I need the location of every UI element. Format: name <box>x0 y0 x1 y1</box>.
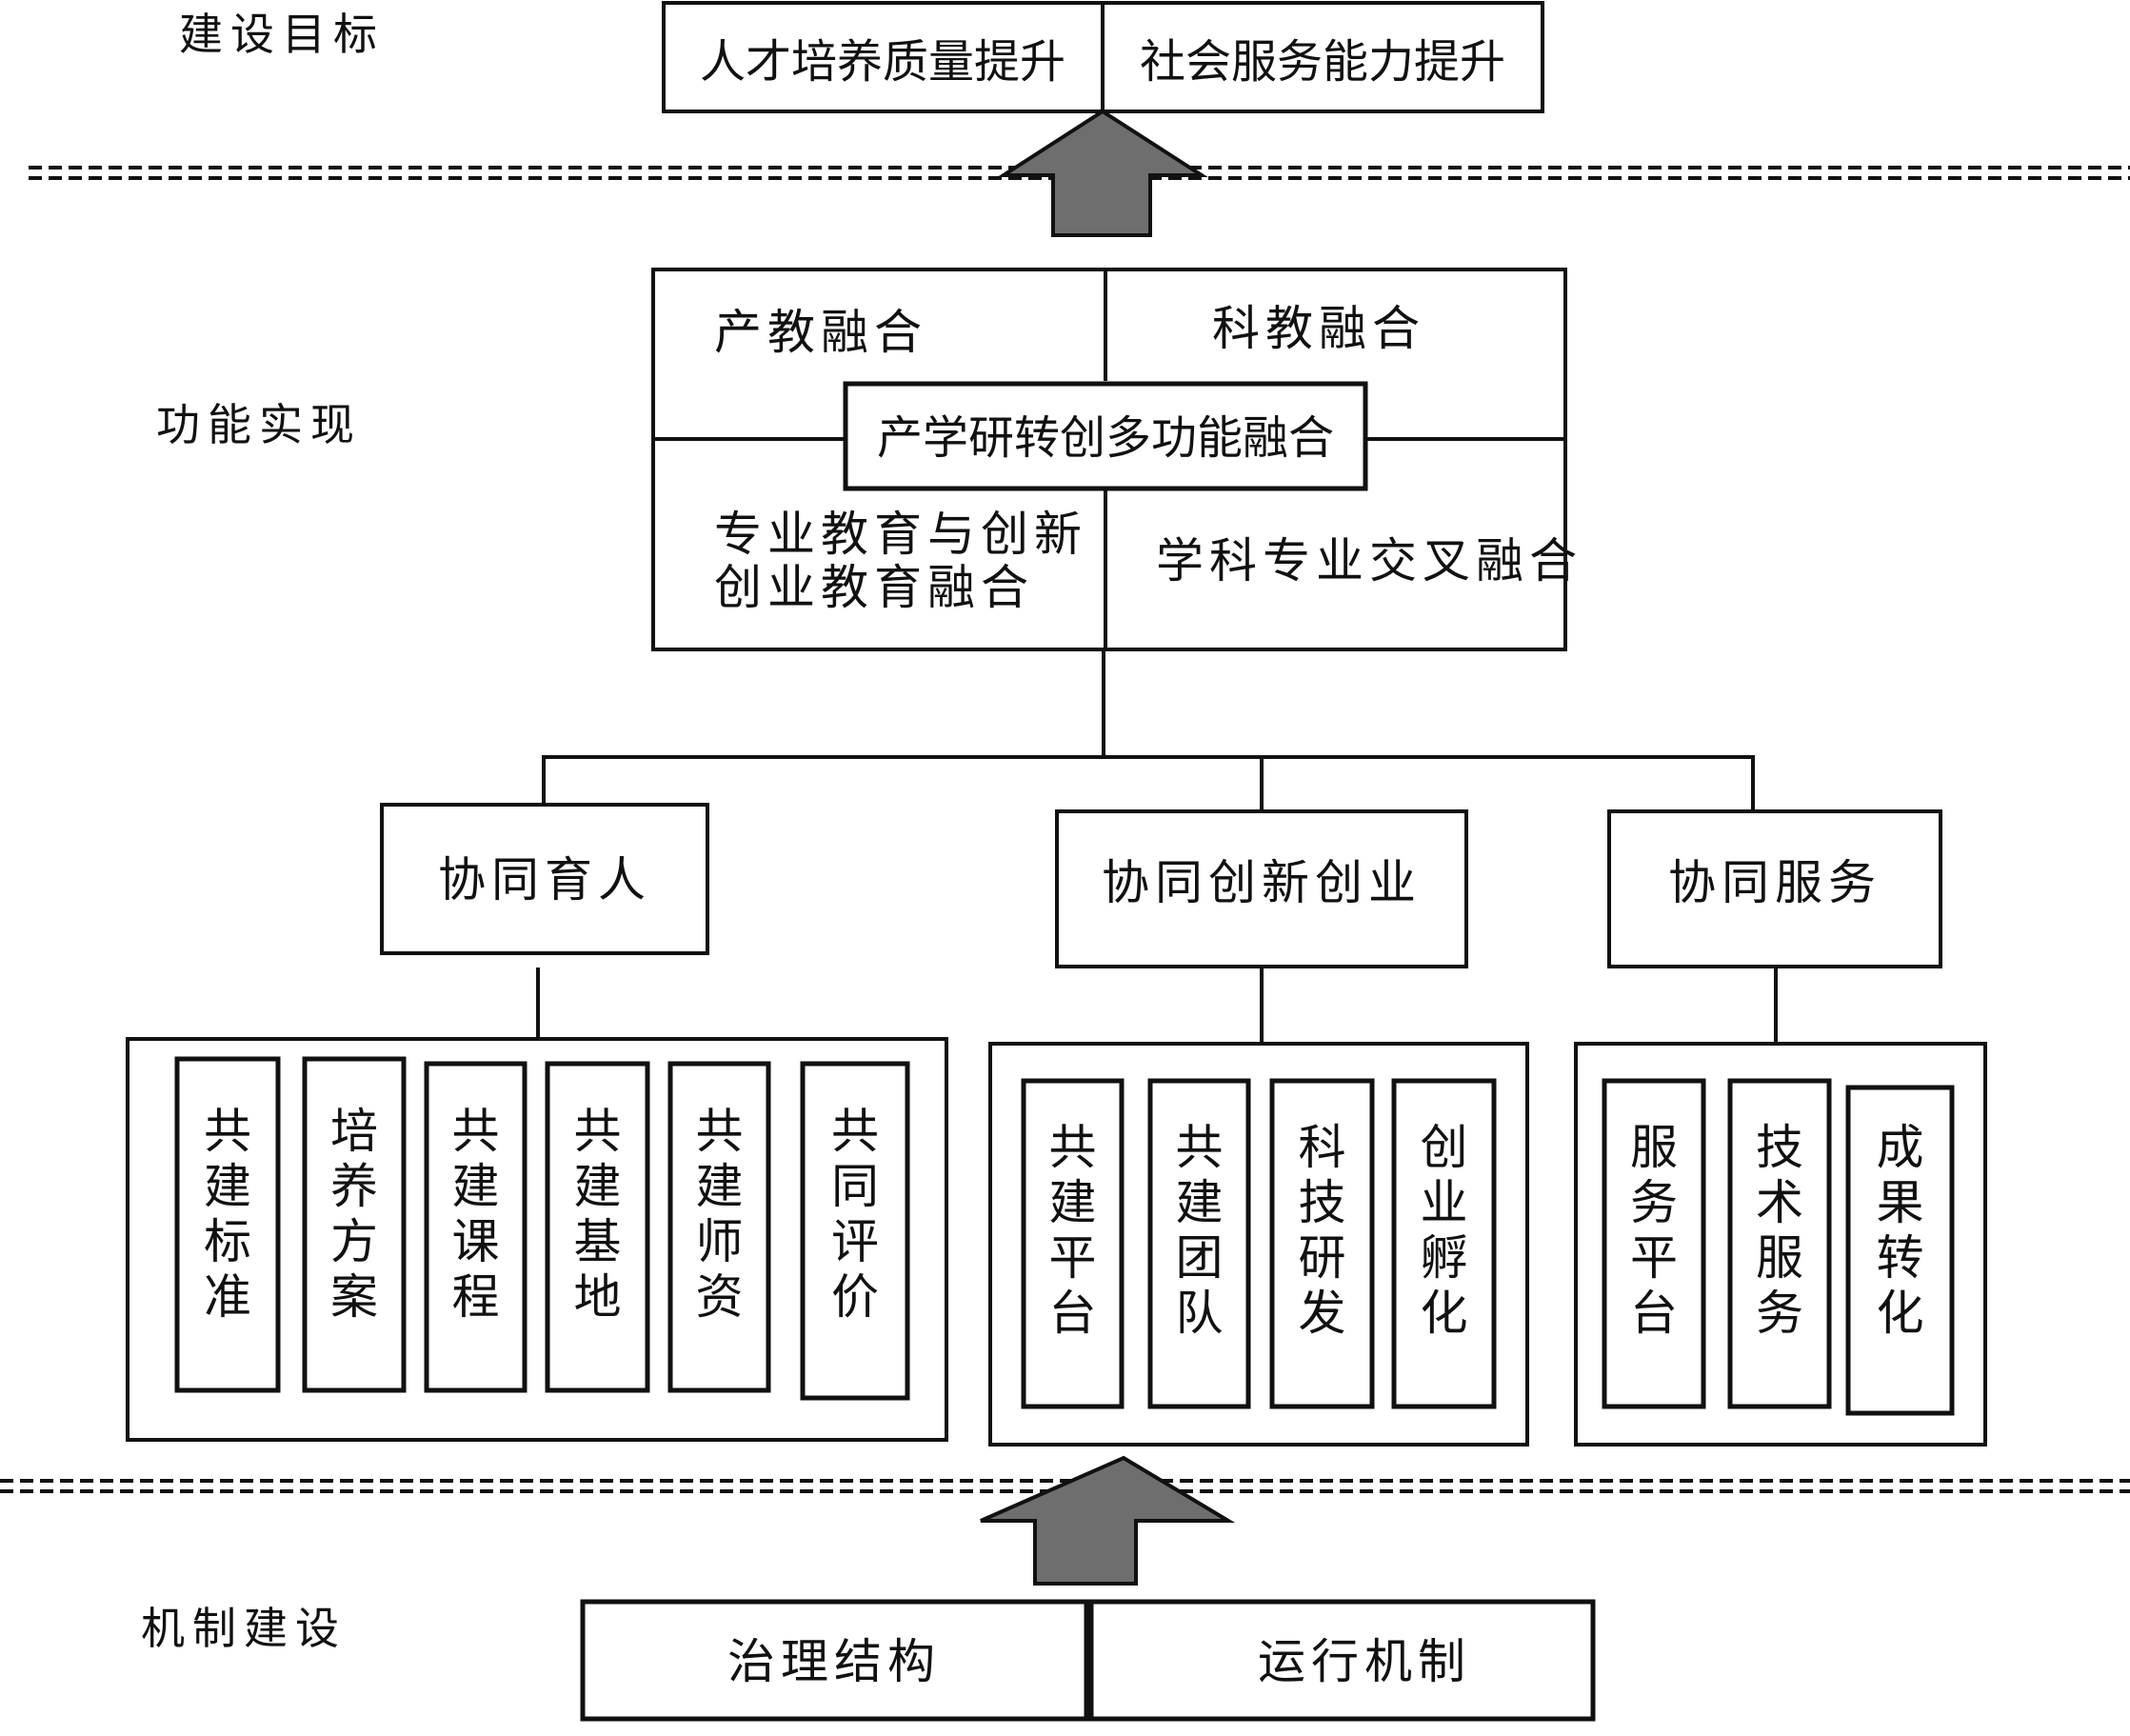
item-label: 技术服务 <box>1756 1120 1803 1341</box>
item-label: 共建师资 <box>696 1104 744 1325</box>
item-label: 共建基地 <box>574 1104 622 1325</box>
branch-title-education: 协同育人 <box>438 852 651 908</box>
item-label: 服务平台 <box>1630 1120 1678 1341</box>
goal-box-right <box>1101 1 1544 113</box>
item-label: 培养方案 <box>330 1104 378 1325</box>
fusion-discipline-cross: 学科专业交叉融合 <box>1156 533 1583 589</box>
item-box <box>424 1061 528 1393</box>
mechanism-operation-label: 运行机制 <box>1258 1634 1471 1689</box>
item-box <box>1845 1085 1955 1416</box>
item-box <box>1147 1078 1251 1409</box>
item-box <box>800 1061 910 1401</box>
section-label-goals: 建设目标 <box>179 9 385 60</box>
fusion-innovation-line1: 专业教育与创新 <box>714 507 1087 562</box>
connector-tree <box>536 649 1778 1044</box>
item-box <box>545 1061 650 1393</box>
fusion-center-label: 产学研转创多功能融合 <box>877 411 1334 465</box>
goal-talent-quality: 人才培养质量提升 <box>700 35 1065 89</box>
item-box <box>667 1061 771 1393</box>
item-box <box>1021 1078 1125 1409</box>
branch-titles: 协同育人 协同创新创业 协同服务 <box>380 803 1942 968</box>
section-label-functions: 功能实现 <box>156 399 362 450</box>
item-box <box>1727 1078 1832 1409</box>
item-label: 共建平台 <box>1049 1120 1097 1341</box>
mechanisms-group: 治理结构 运行机制 <box>580 1599 1596 1722</box>
item-label: 成果转化 <box>1877 1120 1924 1341</box>
goal-social-service: 社会服务能力提升 <box>1140 35 1505 89</box>
item-box <box>174 1056 281 1393</box>
goal-box-left <box>662 1 1105 113</box>
branch-box-service <box>1607 809 1942 968</box>
item-box <box>1391 1078 1497 1409</box>
branch-title-innovation: 协同创新创业 <box>1102 855 1422 910</box>
fusion-group: 产学研转创多功能融合 产教融合 科教融合 专业教育与创新 创业教育融合 学科专业… <box>651 268 1583 651</box>
goals-group: 人才培养质量提升 社会服务能力提升 <box>662 1 1544 113</box>
mechanism-box-operation <box>1088 1599 1596 1722</box>
item-label: 创业孵化 <box>1421 1120 1468 1341</box>
item-box <box>302 1056 407 1393</box>
branch-title-service: 协同服务 <box>1668 855 1881 910</box>
branch-box-innovation <box>1055 809 1468 968</box>
branch-box-education <box>380 803 709 955</box>
arrow-up-to-goals <box>997 109 1208 237</box>
fusion-science-education: 科教融合 <box>1212 301 1425 356</box>
item-label: 共同评价 <box>831 1104 879 1325</box>
item-box <box>1269 1078 1375 1409</box>
item-label: 共建课程 <box>452 1104 500 1325</box>
item-label: 科技研发 <box>1299 1120 1346 1341</box>
item-label: 共建标准 <box>204 1104 251 1325</box>
fusion-industry-education: 产教融合 <box>714 305 927 360</box>
mechanism-governance-label: 治理结构 <box>727 1634 941 1689</box>
mechanism-box-governance <box>580 1599 1089 1722</box>
vertical-items: 共建标准 培养方案 共建课程 共建基地 共建师资 共同评价 共建平台 共建团队 科技研发 创业孵化… <box>174 1056 1955 1416</box>
section-label-mechanisms: 机制建设 <box>141 1603 347 1654</box>
fusion-center-box <box>843 381 1368 491</box>
item-label: 共建团队 <box>1176 1120 1224 1341</box>
item-box <box>1602 1078 1706 1409</box>
fusion-innovation-line2: 创业教育融合 <box>714 560 1034 615</box>
arrow-up-from-mechanisms <box>980 1455 1236 1586</box>
